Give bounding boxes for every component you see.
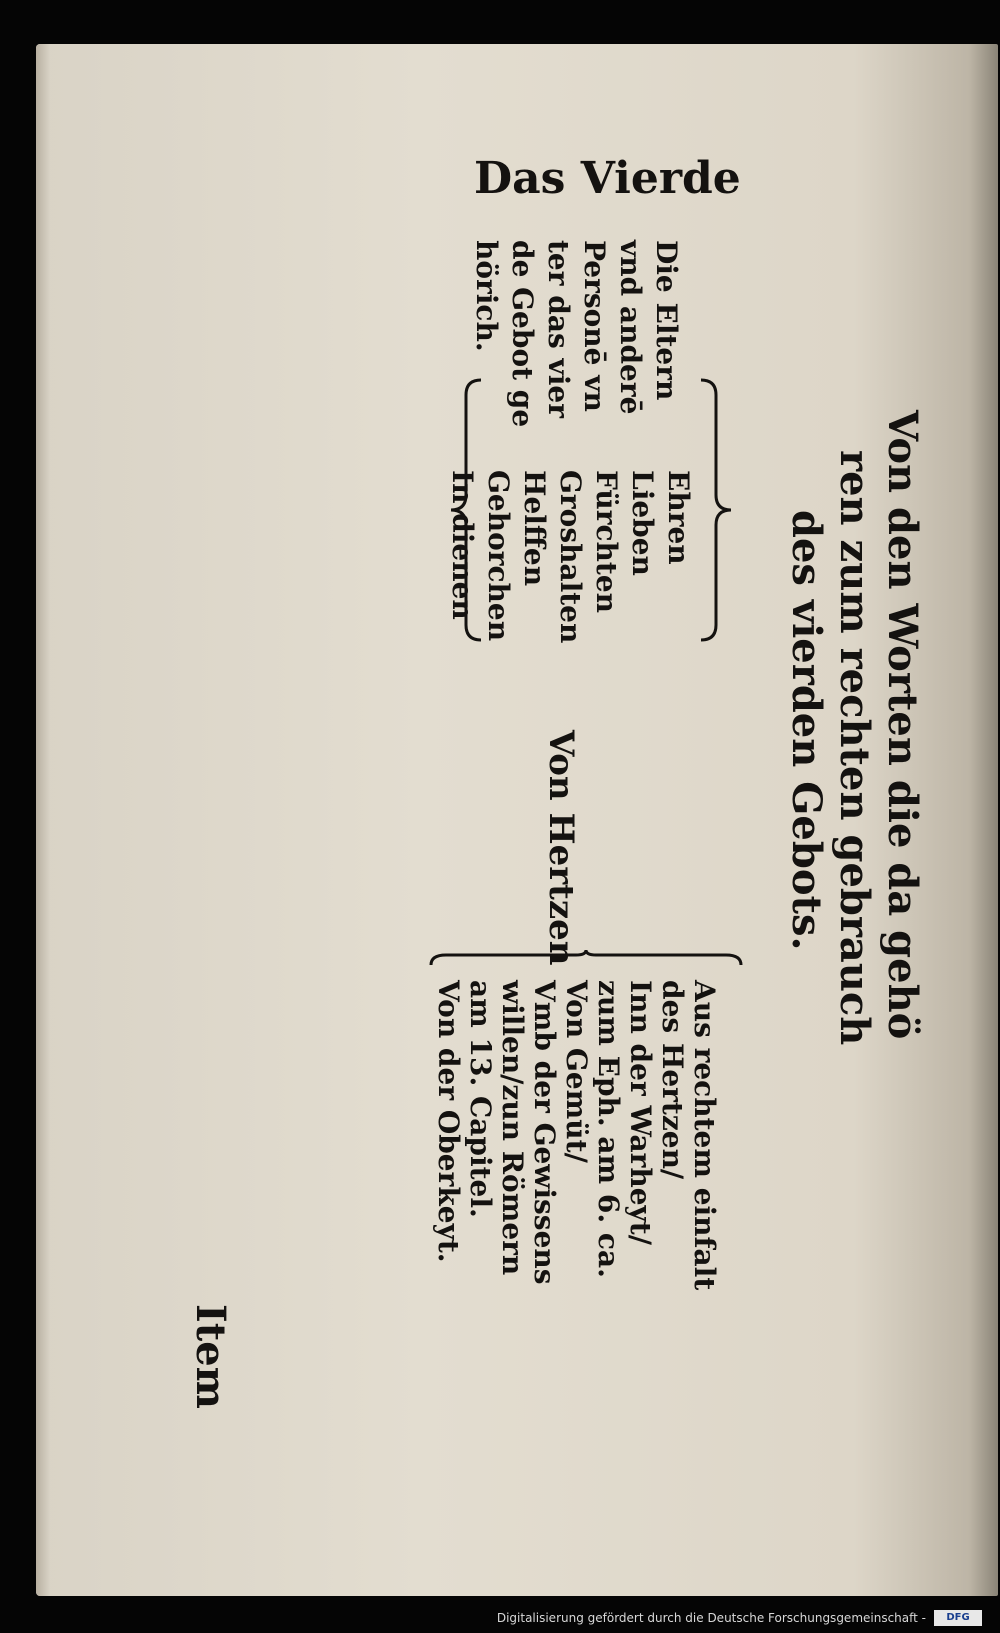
rotated-table: Von den Worten die da gehö ren zum recht… <box>366 240 926 1596</box>
footer-text: Digitalisierung gefördert durch die Deut… <box>496 1611 926 1625</box>
dfg-logo: DFG <box>934 1610 982 1626</box>
footer-bar: Digitalisierung gefördert durch die Deut… <box>0 1604 1000 1633</box>
reason-line-9: Von der Oberkeyt. <box>432 980 465 1263</box>
catchword: Item <box>187 1304 234 1409</box>
running-head: Das Vierde <box>474 153 741 204</box>
brace-right-left <box>429 950 743 966</box>
table-title-line-1: Von den Worten die da gehö <box>879 410 926 1040</box>
subject-line-6: hörich. <box>470 240 503 352</box>
table-title-line-3: des vierden Gebots. <box>783 510 830 951</box>
brace-group-middle <box>450 378 732 642</box>
page-gutter <box>36 44 50 1596</box>
book-page: Das Vierde Von den Worten die da gehö re… <box>36 44 998 1596</box>
center-label: Von Hertzen <box>541 730 581 966</box>
table-title-line-2: ren zum rechten gebrauch <box>831 450 878 1046</box>
